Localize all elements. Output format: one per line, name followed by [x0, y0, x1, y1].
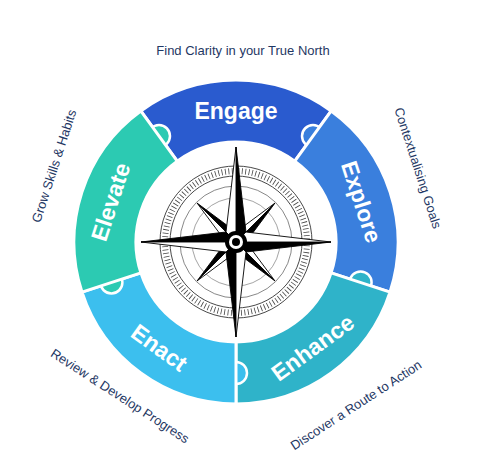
segment-outline — [236, 273, 390, 404]
stage-caption: Contextualising Goals — [392, 106, 443, 230]
rose-point — [236, 232, 331, 242]
rose-point — [236, 147, 246, 242]
rose-point — [236, 242, 331, 252]
rose-point — [226, 147, 236, 242]
segment-label: Engage — [194, 100, 277, 123]
puzzle-segment: Elevate — [71, 107, 181, 298]
rose-point — [141, 242, 236, 252]
puzzle-segment: Enhance — [233, 266, 394, 407]
stage-caption: Grow Skills & Habits — [30, 108, 79, 224]
segment-shape — [291, 107, 401, 295]
segment-outline — [295, 111, 398, 292]
rose-point — [226, 242, 236, 337]
segment-shape — [71, 107, 181, 298]
compass-hub — [225, 231, 247, 253]
compass-hub — [232, 238, 240, 246]
rose-point — [141, 232, 236, 242]
puzzle-segment: Explore — [291, 107, 401, 295]
rose-point — [236, 242, 246, 337]
compass-face — [137, 143, 335, 341]
compass-rose — [141, 147, 331, 337]
segment-outline — [74, 111, 177, 292]
stage-caption: Find Clarity in your True North — [156, 44, 329, 57]
compass-hub — [229, 235, 243, 249]
